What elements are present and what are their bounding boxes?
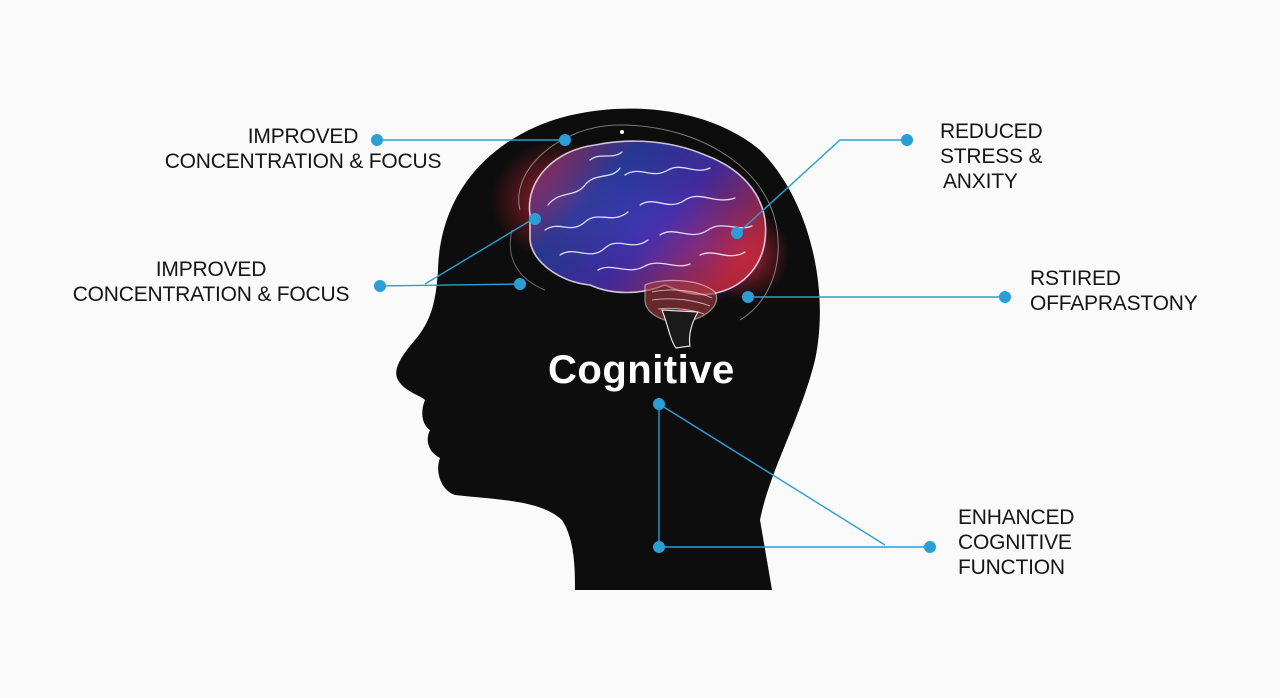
dot-bottom-left (653, 541, 665, 553)
connector-right-top (737, 139, 907, 234)
brain-icon (509, 124, 779, 349)
dot-left-top-outer (371, 134, 383, 146)
dot-left-top-inner (559, 134, 571, 146)
label-right-bottom-line-1: ENHANCED (958, 506, 1075, 529)
connector-left-mid-diagonal (424, 218, 534, 285)
label-right-bottom-line-3: FUNCTION (958, 556, 1065, 579)
label-right-mid: RSTIRED OFFAPRASTONY (1030, 266, 1198, 316)
label-right-top-line-3: ANXITY (943, 170, 1018, 193)
label-right-mid-line-1: RSTIRED (1030, 267, 1121, 290)
dot-right-mid-inner (742, 291, 754, 303)
label-left-top: IMPROVED CONCENTRATION & FOCUS (158, 124, 448, 174)
dot-bottom-right (924, 541, 936, 553)
label-right-mid-line-2: OFFAPRASTONY (1030, 292, 1198, 315)
connector-dots (371, 134, 1011, 553)
connector-left-mid (379, 283, 521, 287)
dot-center-bottom (653, 398, 665, 410)
connectors (377, 139, 1005, 548)
label-left-mid-line-2: CONCENTRATION & FOCUS (72, 283, 350, 306)
label-right-bottom: ENHANCED COGNITIVE FUNCTION (958, 505, 1074, 580)
dot-right-top-inner (731, 227, 743, 239)
connector-bottom-diagonal (658, 403, 886, 546)
center-title: Cognitive (548, 348, 735, 392)
label-right-top: REDUCED STRESS & ANXITY (940, 119, 1043, 194)
label-right-bottom-line-2: COGNITIVE (958, 531, 1072, 554)
top-highlight-dot (620, 130, 624, 134)
dot-right-mid-outer (999, 291, 1011, 303)
dot-left-mid-inner (514, 278, 526, 290)
label-right-top-line-2: STRESS & (940, 145, 1043, 168)
label-left-mid: IMPROVED CONCENTRATION & FOCUS (66, 257, 356, 307)
dot-brain-left (529, 213, 541, 225)
dot-left-mid-outer (374, 280, 386, 292)
dot-right-top-outer (901, 134, 913, 146)
label-left-top-line-1: IMPROVED (247, 125, 359, 148)
label-right-top-line-1: REDUCED (940, 120, 1043, 143)
label-left-top-line-2: CONCENTRATION & FOCUS (164, 150, 442, 173)
label-left-mid-line-1: IMPROVED (155, 258, 267, 281)
